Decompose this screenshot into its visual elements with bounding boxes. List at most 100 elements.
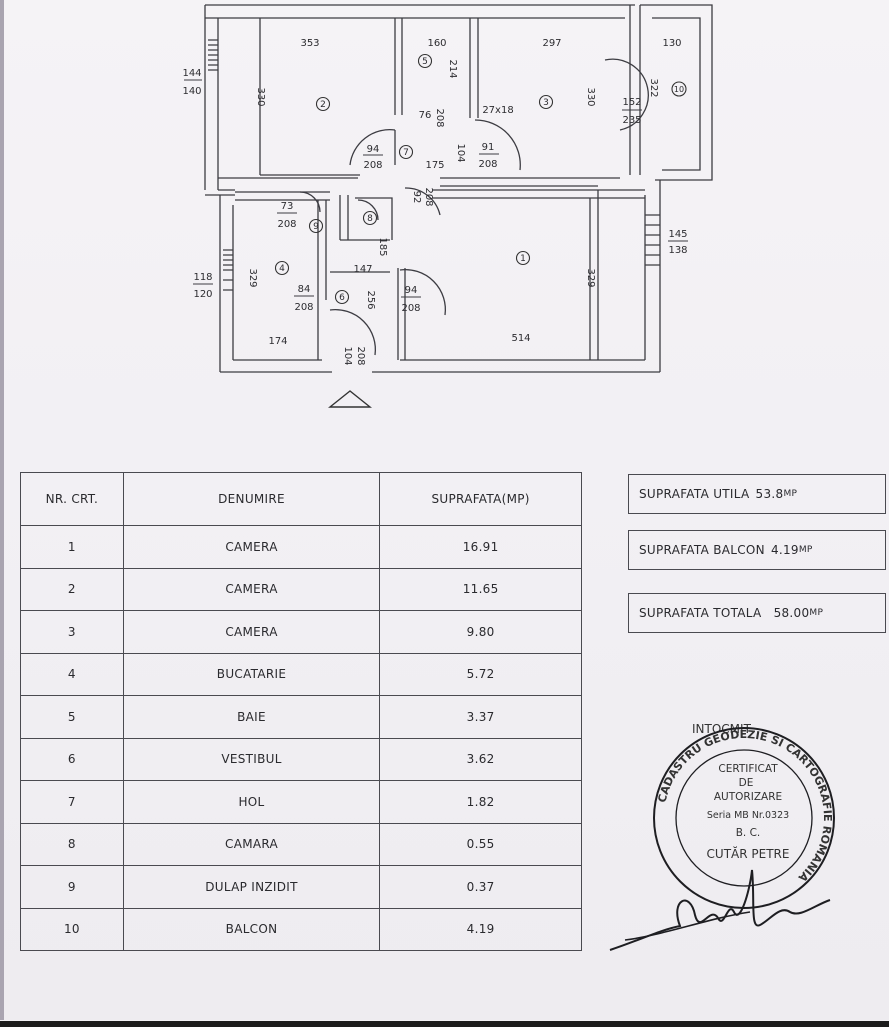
- row-nr: 6: [20, 737, 124, 781]
- dim-label: 208: [478, 159, 497, 170]
- scan-edge: [0, 0, 4, 1020]
- row-nr: 4: [20, 652, 124, 696]
- summary-totala: SUPRAFATA TOTALA 58.00 MP: [628, 593, 886, 633]
- signature: [609, 869, 831, 951]
- room-tag-10: 10: [674, 85, 684, 94]
- row-nr: 5: [20, 695, 124, 739]
- dim-label: 297: [542, 38, 561, 49]
- dim-label: 235: [622, 115, 641, 126]
- dim-label: 104: [455, 143, 466, 162]
- dim-label: 73: [281, 201, 294, 212]
- dim-label: 84: [298, 284, 311, 295]
- dim-label: 104: [342, 346, 353, 365]
- dim-label: 330: [585, 87, 596, 106]
- stamp-line-1: CERTIFICAT: [718, 763, 778, 775]
- dim-label: 120: [193, 289, 212, 300]
- dim-label: 208: [423, 187, 434, 206]
- dim-label: 175: [425, 160, 444, 171]
- row-suprafata: 11.65: [379, 567, 582, 611]
- row-denumire: BAIE: [122, 695, 381, 739]
- dim-label: 152: [622, 97, 641, 108]
- room-tag-2: 2: [320, 100, 326, 110]
- room-tag-5: 5: [422, 57, 428, 67]
- room-tag-4: 4: [279, 264, 285, 274]
- row-suprafata: 0.37: [379, 865, 582, 909]
- stamp-line-5: B. C.: [736, 827, 761, 839]
- row-suprafata: 4.19: [379, 907, 582, 951]
- summary-balcon-label: SUPRAFATA BALCON: [639, 543, 765, 557]
- room-tag-8: 8: [367, 214, 373, 224]
- table-header-row: NR. CRT. DENUMIRE SUPRAFATA(MP): [20, 472, 582, 526]
- summary-totala-label: SUPRAFATA TOTALA: [639, 606, 762, 620]
- row-suprafata: 16.91: [379, 525, 582, 569]
- row-nr: 8: [20, 822, 124, 866]
- entrance-marker: [328, 390, 372, 408]
- room-tag-1: 1: [520, 254, 526, 264]
- row-denumire: CAMARA: [122, 822, 381, 866]
- dim-label: 322: [648, 78, 659, 97]
- dim-label: 185: [377, 237, 388, 256]
- summary-utila-value: 53.8: [755, 487, 784, 501]
- dim-label: 147: [353, 264, 372, 275]
- stamp-line-3: AUTORIZARE: [714, 791, 782, 803]
- room-tag-3: 3: [543, 98, 549, 108]
- dim-label: 208: [401, 303, 420, 314]
- row-denumire: HOL: [122, 780, 381, 824]
- dim-label: 514: [511, 333, 530, 344]
- row-nr: 10: [20, 907, 124, 951]
- dim-label: 91: [482, 142, 495, 153]
- row-denumire: CAMERA: [122, 567, 381, 611]
- dim-label: 118: [193, 272, 212, 283]
- summary-utila-label: SUPRAFATA UTILA: [639, 487, 750, 501]
- row-suprafata: 0.55: [379, 822, 582, 866]
- row-nr: 2: [20, 567, 124, 611]
- row-suprafata: 3.62: [379, 737, 582, 781]
- dim-label: 208: [277, 219, 296, 230]
- row-denumire: VESTIBUL: [122, 737, 381, 781]
- room-tag-6: 6: [339, 293, 345, 303]
- row-denumire: BALCON: [122, 907, 381, 951]
- row-suprafata: 1.82: [379, 780, 582, 824]
- summary-balcon-unit: MP: [798, 545, 813, 555]
- row-suprafata: 9.80: [379, 610, 582, 654]
- dim-label: 214: [447, 59, 458, 78]
- row-nr: 7: [20, 780, 124, 824]
- header-nr: NR. CRT.: [20, 472, 124, 526]
- dim-label: 138: [668, 245, 687, 256]
- dim-label: 174: [268, 336, 287, 347]
- summary-utila: SUPRAFATA UTILA 53.8 MP: [628, 474, 886, 514]
- dim-label: 94: [405, 285, 418, 296]
- dim-label: 208: [294, 302, 313, 313]
- row-nr: 3: [20, 610, 124, 654]
- dim-label: 330: [255, 87, 266, 106]
- stamp-line-4: Seria MB Nr.0323: [707, 810, 789, 821]
- summary-balcon: SUPRAFATA BALCON 4.19 MP: [628, 530, 886, 570]
- row-denumire: DULAP INZIDIT: [122, 865, 381, 909]
- dim-label: 329: [585, 268, 596, 287]
- row-nr: 9: [20, 865, 124, 909]
- row-denumire: BUCATARIE: [122, 652, 381, 696]
- dim-label: 92: [411, 191, 422, 204]
- dim-label: 145: [668, 229, 687, 240]
- dim-label: 140: [182, 86, 201, 97]
- stamp-line-2: DE: [739, 777, 754, 789]
- dim-label: 160: [427, 38, 446, 49]
- summary-utila-unit: MP: [783, 489, 798, 499]
- floor-plan: 1 2 3 4 5 6 7 8 9 10 353 160 297 130 144…: [182, 4, 713, 408]
- dim-label: 256: [365, 290, 376, 309]
- row-denumire: CAMERA: [122, 610, 381, 654]
- summary-totala-value: 58.00: [773, 606, 810, 620]
- summary-totala-unit: MP: [809, 608, 824, 618]
- header-denumire: DENUMIRE: [122, 472, 381, 526]
- room-tag-7: 7: [403, 148, 409, 158]
- dim-label: 130: [662, 38, 681, 49]
